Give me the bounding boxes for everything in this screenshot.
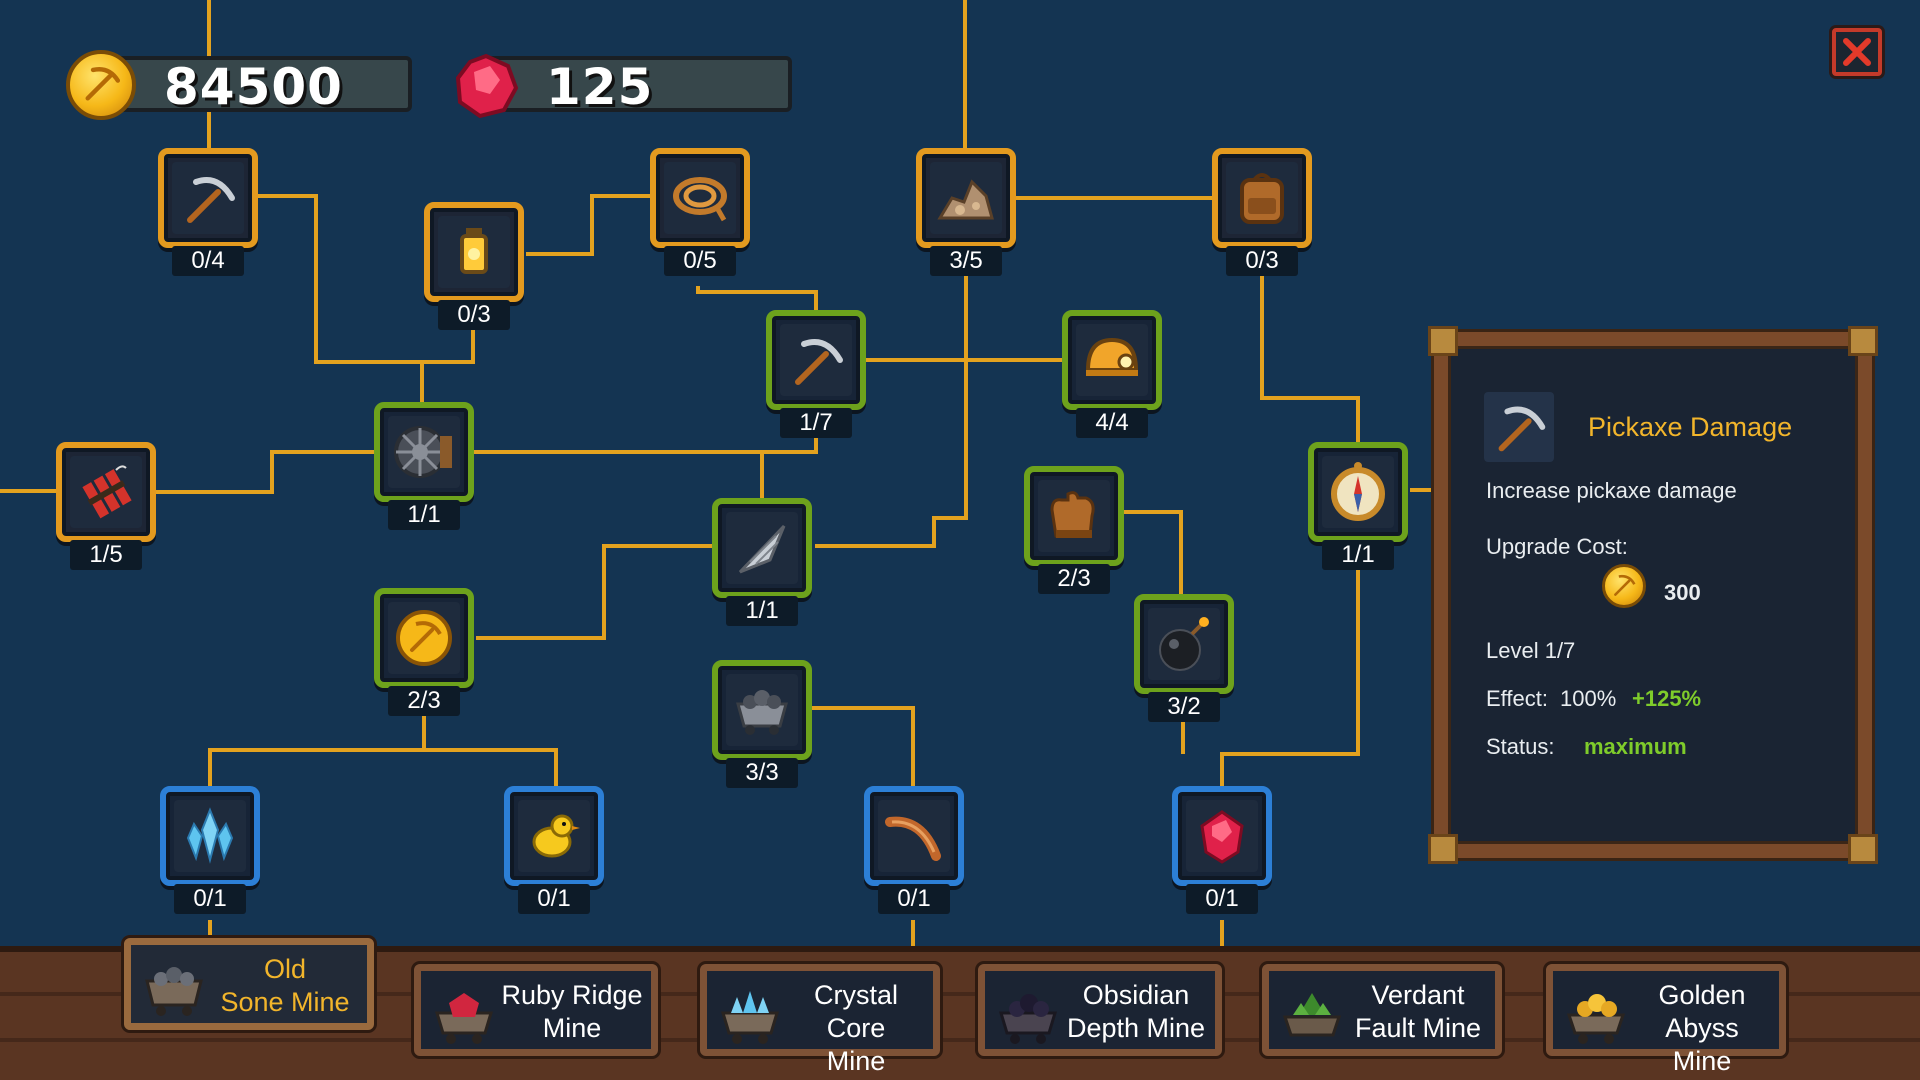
skill-node-gloves[interactable]: 2/3 [1024, 466, 1124, 594]
effect-label: Effect: [1486, 686, 1548, 711]
upgrade-cost-value: 300 [1664, 580, 1701, 605]
crystal-icon [174, 800, 246, 872]
node-level: 1/1 [388, 500, 460, 530]
skill-node-lantern[interactable]: 0/3 [424, 202, 524, 330]
node-level: 2/3 [1038, 564, 1110, 594]
mining-helmet-icon [1076, 324, 1148, 396]
skill-node-gold-coin[interactable]: 2/3 [374, 588, 474, 716]
node-level: 2/3 [388, 686, 460, 716]
skill-node-pickaxe-damage[interactable]: 1/7 [766, 310, 866, 438]
mine-cart-icon [434, 993, 494, 1044]
dynamite-icon [70, 456, 142, 528]
gold-coin-icon [1602, 564, 1646, 608]
cart-wheel-icon [388, 416, 460, 488]
skill-node-canary[interactable]: 0/1 [504, 786, 604, 914]
pickaxe-icon [780, 324, 852, 396]
skill-node-helmet[interactable]: 4/4 [1062, 310, 1162, 438]
ruby-gem-icon [455, 53, 519, 119]
ruby-icon [1186, 800, 1258, 872]
node-level: 0/4 [172, 246, 244, 276]
node-level: 0/3 [1226, 246, 1298, 276]
node-level: 0/5 [664, 246, 736, 276]
skill-node-ruby[interactable]: 0/1 [1172, 786, 1272, 914]
drill-icon [726, 512, 798, 584]
skill-node-rope[interactable]: 0/5 [650, 148, 750, 276]
skill-node-backpack[interactable]: 0/3 [1212, 148, 1312, 276]
node-level: 3/2 [1148, 692, 1220, 722]
canary-icon [518, 800, 590, 872]
rope-icon [664, 162, 736, 234]
node-level: 0/1 [878, 884, 950, 914]
status-value: maximum [1584, 734, 1687, 759]
node-level: 0/1 [174, 884, 246, 914]
pickaxe-icon [172, 162, 244, 234]
close-button[interactable] [1832, 28, 1882, 76]
skill-node-ore-cart[interactable]: 3/3 [712, 660, 812, 788]
ore-cart-icon [726, 674, 798, 746]
node-level: 0/1 [1186, 884, 1258, 914]
status-label: Status: [1486, 734, 1555, 759]
node-level: 3/3 [726, 758, 798, 788]
node-level: 3/5 [930, 246, 1002, 276]
node-level: 1/1 [726, 596, 798, 626]
upgrade-cost-label: Upgrade Cost: [1486, 534, 1628, 559]
skill-node-crystal[interactable]: 0/1 [160, 786, 260, 914]
close-icon [1843, 38, 1871, 66]
mine-cart-icon [720, 991, 780, 1044]
level-text: Level 1/7 [1486, 638, 1576, 663]
gold-amount: 84500 [164, 58, 343, 116]
gem-counter: 125 [478, 56, 792, 116]
gloves-icon [1038, 480, 1110, 552]
mine-cart-icon [145, 967, 203, 1016]
node-level: 4/4 [1076, 408, 1148, 438]
compass-icon [1322, 456, 1394, 528]
gold-coin-icon [388, 602, 460, 674]
gold-counter: 84500 [104, 56, 412, 116]
panel-title: Pickaxe Damage [1588, 412, 1793, 442]
skill-node-bomb[interactable]: 3/2 [1134, 594, 1234, 722]
effect-value: 100% [1560, 686, 1617, 711]
upgrade-info-panel: Pickaxe Damage Increase pickaxe damage U… [1428, 326, 1878, 864]
skill-node-drill[interactable]: 1/1 [712, 498, 812, 626]
node-level: 0/1 [518, 884, 590, 914]
effect-bonus: +125% [1632, 686, 1702, 711]
backpack-icon [1226, 162, 1298, 234]
skill-node-pickaxe-top[interactable]: 0/4 [158, 148, 258, 276]
gem-amount: 125 [546, 58, 654, 116]
boomerang-icon [878, 800, 950, 872]
skill-node-boomerang[interactable]: 0/1 [864, 786, 964, 914]
skill-node-compass[interactable]: 1/1 [1308, 442, 1408, 570]
bomb-icon [1148, 608, 1220, 680]
lantern-icon [438, 216, 510, 288]
mine-cart-icon [998, 994, 1058, 1044]
skill-node-dynamite[interactable]: 1/5 [56, 442, 156, 570]
skill-node-ore-pile[interactable]: 3/5 [916, 148, 1016, 276]
node-level: 0/3 [438, 300, 510, 330]
node-level: 1/1 [1322, 540, 1394, 570]
panel-description: Increase pickaxe damage [1486, 478, 1737, 503]
node-level: 1/5 [70, 540, 142, 570]
mine-cart-icon [1566, 994, 1626, 1044]
pickaxe-icon [1484, 392, 1554, 462]
skill-node-wheel[interactable]: 1/1 [374, 402, 474, 530]
gold-coin-icon [66, 50, 136, 120]
mine-cart-icon [1282, 993, 1342, 1037]
node-level: 1/7 [780, 408, 852, 438]
ore-pile-icon [930, 162, 1002, 234]
